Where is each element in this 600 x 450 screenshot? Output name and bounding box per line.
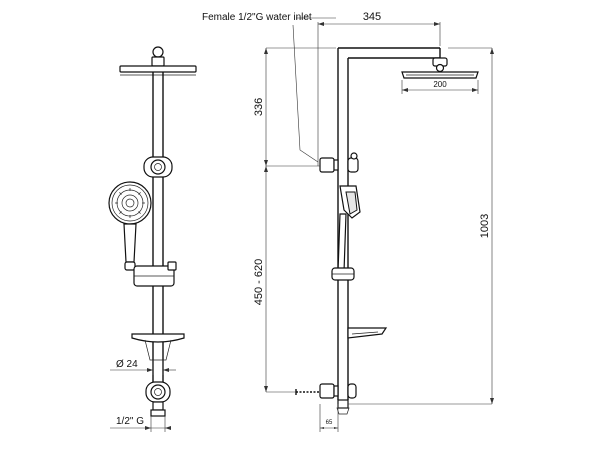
front-riser-pipe (152, 72, 164, 400)
arm-length-dimension: 345 (318, 11, 440, 26)
thread-dimension: 1/2" G (110, 416, 171, 432)
adjust-range-label: 450 - 620 (253, 259, 265, 305)
side-lower-clamp (319, 383, 357, 415)
arm-length-label: 345 (363, 11, 381, 23)
total-height-dimension: 1003 (479, 48, 494, 404)
side-head-connector (432, 57, 448, 73)
front-lower-clamp (145, 381, 171, 417)
head-width-label: 200 (433, 80, 447, 89)
side-upper-clamp (319, 152, 359, 173)
side-overhead-shower-head (401, 71, 479, 79)
extension-lines (266, 17, 492, 432)
top-height-dimension: 336 (253, 48, 268, 166)
wall-offset-dimension: 65 (320, 420, 338, 429)
adjust-range-dimension: 450 - 620 (253, 166, 268, 392)
front-top-connector (151, 46, 165, 67)
side-soap-dish (347, 327, 388, 339)
side-view: 200 (202, 11, 494, 432)
front-slider (133, 261, 177, 287)
top-height-label: 336 (253, 98, 265, 116)
pipe-diameter-dimension: Ø 24 (110, 359, 176, 375)
front-overhead-shower-head (119, 65, 197, 76)
thread-label: 1/2" G (116, 416, 144, 427)
front-view: Ø 24 1/2" G (108, 46, 197, 432)
side-hand-shower (337, 185, 361, 273)
front-soap-dish (131, 333, 185, 361)
head-width-dimension: 200 (401, 80, 479, 94)
side-slider (331, 267, 355, 281)
total-height-label: 1003 (479, 214, 491, 238)
side-column (337, 47, 441, 400)
inlet-note-label: Female 1/2"G water inlet (202, 12, 312, 23)
front-hand-shower (108, 181, 152, 271)
front-upper-clamp (143, 156, 173, 178)
wall-offset-label: 65 (326, 420, 333, 426)
side-inlet-fitting (295, 389, 320, 395)
pipe-diameter-label: Ø 24 (116, 359, 138, 370)
inlet-note: Female 1/2"G water inlet (202, 12, 319, 163)
